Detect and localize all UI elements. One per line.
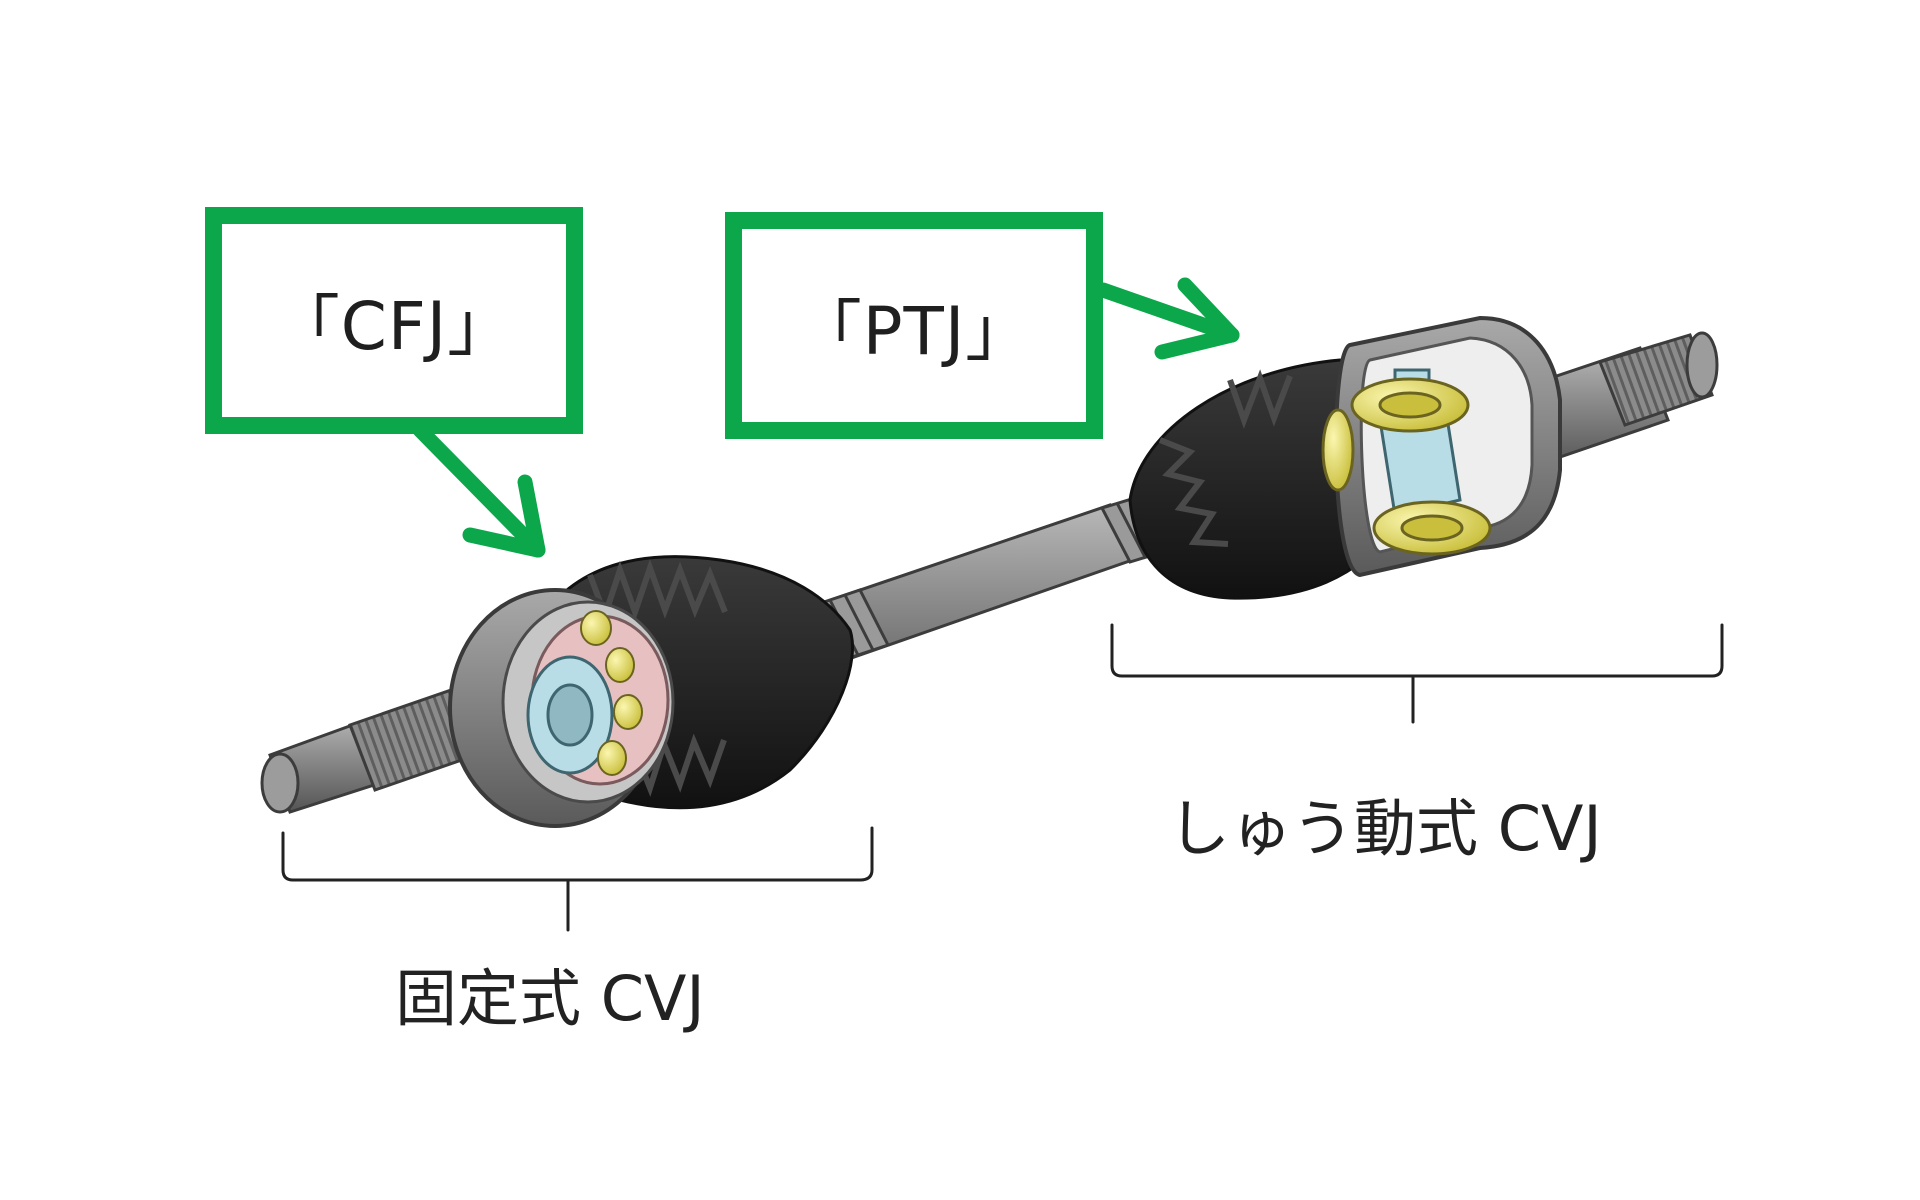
callout-ptj: 「PTJ」 (725, 212, 1103, 439)
fixed-cvj-assembly (260, 555, 854, 828)
plunging-cvj-label: しゅう動式 CVJ (1168, 792, 1602, 865)
fixed-cvj-label: 固定式 CVJ (395, 962, 705, 1035)
fixed-cvj-inner-race (526, 655, 614, 775)
fixed-cvj-bracket (281, 826, 874, 932)
ptj-pointer-arrow (1095, 277, 1240, 360)
callout-cfj: 「CFJ」 (205, 207, 583, 434)
plunging-cvj-assembly (1128, 315, 1719, 600)
callout-ptj-text: 「PTJ」 (795, 292, 1033, 370)
plunging-cvj-bracket (1110, 623, 1724, 724)
cfj-pointer-arrow (412, 422, 546, 558)
fixed-cvj-balls (580, 610, 643, 776)
callout-cfj-text: 「CFJ」 (273, 287, 515, 365)
plunging-cvj-rollers (1321, 377, 1492, 556)
